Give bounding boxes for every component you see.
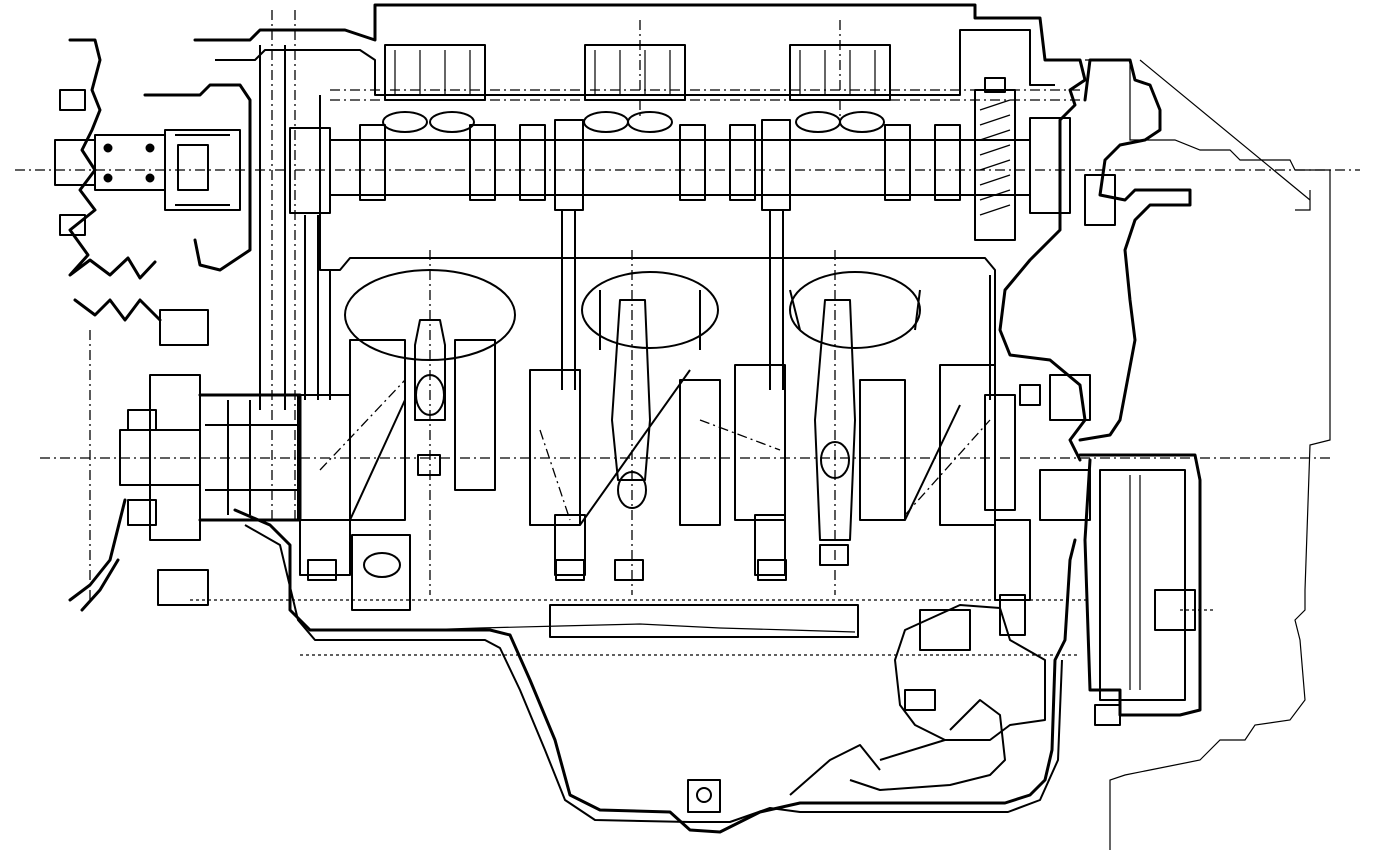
connecting-rods xyxy=(414,299,856,541)
engine-block xyxy=(193,3,1087,834)
pushrods xyxy=(304,210,784,400)
oil-baffle xyxy=(419,604,859,638)
oil-pump xyxy=(789,519,1046,796)
camshaft xyxy=(289,111,1071,214)
valve-gear xyxy=(330,44,1080,101)
cooling-fan xyxy=(54,38,252,612)
flywheel-housing xyxy=(1039,58,1331,850)
crankshaft-pulley xyxy=(119,309,302,606)
distributor-drive-gear xyxy=(974,77,1016,241)
drain-plug xyxy=(687,779,721,813)
crankshaft xyxy=(297,339,1016,611)
cylinders xyxy=(344,269,921,361)
bolts xyxy=(307,384,1121,726)
